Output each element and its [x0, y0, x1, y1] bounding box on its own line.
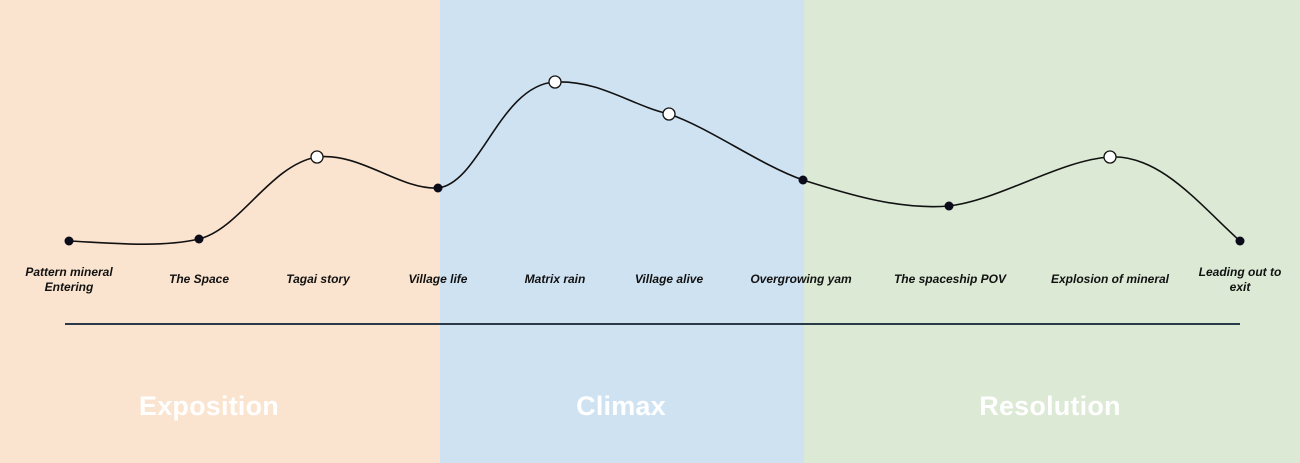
tension-curve — [68, 81, 1241, 245]
beat-label: The Space — [168, 272, 230, 286]
beat-marker-filled — [194, 234, 204, 244]
exposition-section: Exposition — [0, 0, 440, 463]
beat-marker-filled — [798, 175, 808, 185]
resolution-section: Resolution — [804, 0, 1300, 463]
climax-section: Climax — [440, 0, 804, 463]
beat-label: Village life — [408, 272, 468, 286]
beat-label: Tagai story — [286, 272, 350, 286]
beat-marker-filled — [1235, 236, 1245, 246]
beat-marker-hollow — [310, 150, 324, 164]
beat-label: Matrix rain — [524, 272, 586, 286]
beat-label: Pattern mineral Entering — [25, 265, 113, 294]
timeline-baseline — [65, 323, 1240, 325]
beat-label: Village alive — [634, 272, 704, 286]
beat-markers — [64, 75, 1245, 246]
beat-marker-filled — [433, 183, 443, 193]
beat-marker-hollow — [548, 75, 562, 89]
beat-marker-hollow — [662, 107, 676, 121]
beat-label: Overgrowing yam — [750, 272, 852, 286]
exposition-title: Exposition — [138, 391, 279, 421]
beat-label: Explosion of mineral — [1050, 272, 1170, 286]
beat-label: The spaceship POV — [893, 272, 1007, 286]
climax-title: Climax — [576, 391, 666, 421]
beat-marker-filled — [64, 236, 74, 246]
beat-label: Leading out to exit — [1198, 265, 1282, 294]
resolution-title: Resolution — [979, 391, 1121, 421]
beat-marker-hollow — [1103, 150, 1117, 164]
beat-marker-filled — [944, 201, 954, 211]
